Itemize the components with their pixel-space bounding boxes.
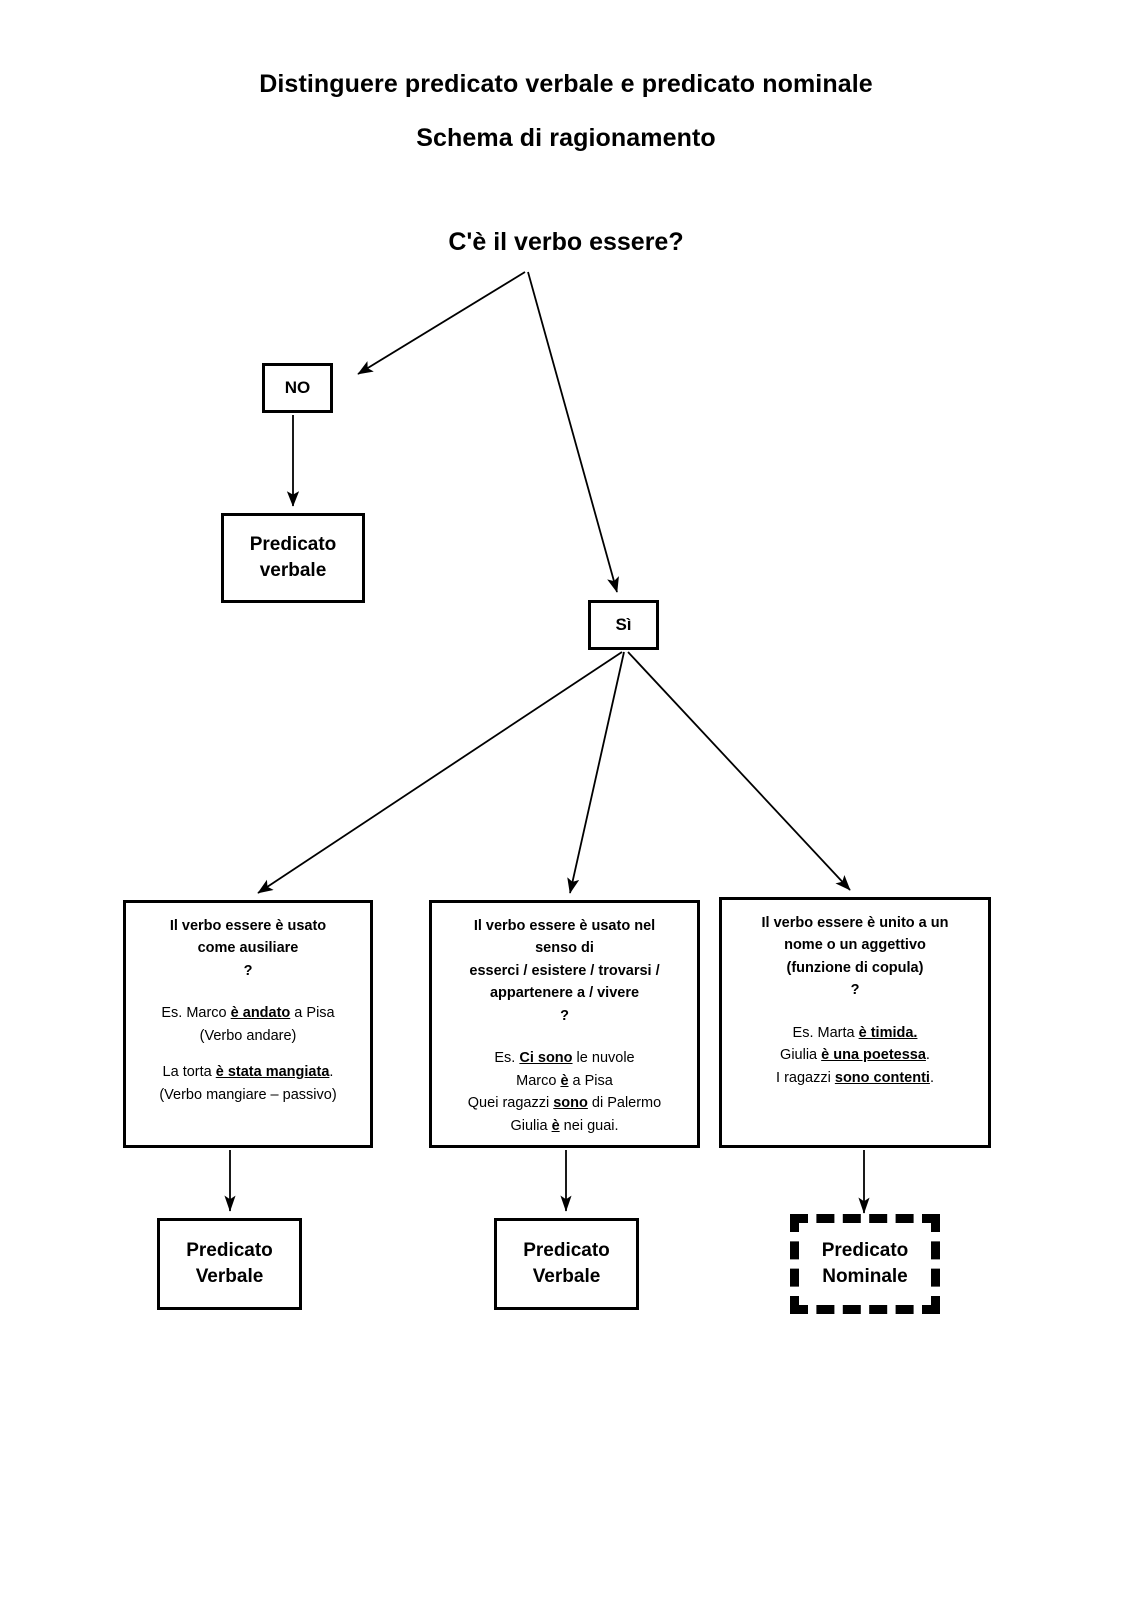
example-highlight: è timida. — [858, 1024, 918, 1041]
branch-question: Il verbo essere è unito a un nome o un ag… — [762, 912, 949, 1002]
example-highlight: è — [560, 1072, 569, 1089]
page-title: Distinguere predicato verbale e predicat… — [0, 70, 1132, 99]
result-line-2: verbale — [259, 560, 327, 581]
branch-question-line: esserci / esistere / trovarsi / — [469, 962, 660, 979]
branch-question-line: come ausiliare — [197, 940, 299, 957]
branch-question-line: ? — [850, 982, 860, 999]
example-line: (Verbo mangiare – passivo) — [159, 1086, 337, 1103]
branch-question-line: ? — [560, 1007, 569, 1024]
result-line-2: Nominale — [822, 1266, 908, 1287]
arrow-si-to-branch-0 — [257, 651, 623, 894]
branch-question-line: (funzione di copula) — [786, 959, 924, 976]
example-line: La torta è stata mangiata. — [162, 1064, 334, 1081]
decision-node-no-label: NO — [284, 377, 311, 397]
branch-box-ausiliare[interactable]: Il verbo essere è usato come ausiliare? E… — [123, 900, 373, 1148]
page-subtitle: Schema di ragionamento — [0, 124, 1132, 153]
example-line: Marco è a Pisa — [516, 1072, 613, 1089]
result-node-predicato-nominale[interactable]: Predicato Nominale — [790, 1214, 940, 1314]
example-line: Quei ragazzi sono di Palermo — [467, 1095, 662, 1112]
example-line: Es. Marta è timida. — [792, 1024, 918, 1041]
example-line: (Verbo andare) — [199, 1027, 297, 1044]
result-line-1: Predicato — [821, 1240, 909, 1262]
branch-question: Il verbo essere è usato nel senso di esser… — [469, 915, 659, 1027]
root-question: C'è il verbo essere? — [0, 228, 1132, 257]
branch-question-line: appartenere a / vivere — [489, 985, 640, 1002]
branch-question-line: Il verbo essere è unito a un — [761, 915, 949, 931]
result-line-1: Predicato — [523, 1240, 610, 1262]
arrow-root-to-si — [527, 271, 619, 593]
result-line-2: Verbale — [532, 1266, 601, 1287]
example-line: Es. Marco è andato a Pisa — [161, 1005, 335, 1022]
arrow-si-to-branch-1 — [567, 651, 625, 894]
example-line: Es. Ci sono le nuvole — [494, 1050, 635, 1067]
decision-node-no[interactable]: NO — [262, 363, 333, 413]
result-node-predicato-verbale-1[interactable]: Predicato Verbale — [157, 1218, 302, 1310]
branch-question-line: ? — [243, 962, 253, 979]
decision-node-si[interactable]: Sì — [588, 600, 659, 650]
example-line: I ragazzi sono contenti. — [776, 1069, 934, 1086]
branch-question: Il verbo essere è usato come ausiliare? — [170, 915, 326, 982]
branch-question-line: senso di — [535, 940, 594, 957]
result-line-1: Predicato — [249, 534, 337, 556]
result-line-1: Predicato — [186, 1240, 273, 1262]
branch-examples: Es. Marco è andato a Pisa (Verbo andare) L… — [159, 1002, 336, 1106]
example-highlight: è andato — [230, 1005, 291, 1022]
branch-box-copula[interactable]: Il verbo essere è unito a un nome o un ag… — [719, 897, 991, 1148]
branch-box-esistenziale[interactable]: Il verbo essere è usato nel senso di esser… — [429, 900, 700, 1148]
result-node-predicato-verbale-2[interactable]: Predicato Verbale — [494, 1218, 639, 1310]
branch-examples: Es. Marta è timida. Giulia è una poetessa… — [776, 1022, 934, 1089]
decision-node-si-label: Sì — [615, 614, 632, 634]
example-highlight: sono — [553, 1095, 588, 1112]
example-highlight: è — [551, 1117, 560, 1134]
example-highlight: è stata mangiata — [215, 1064, 330, 1081]
arrow-si-to-branch-2 — [627, 651, 851, 891]
branch-question-line: Il verbo essere è usato nel — [473, 918, 656, 934]
example-highlight: Ci sono — [519, 1050, 573, 1067]
example-highlight: è una poetessa — [821, 1047, 926, 1064]
example-spacer — [159, 1047, 336, 1061]
arrow-root-to-no — [357, 271, 526, 375]
result-line-2: Verbale — [195, 1266, 264, 1287]
branch-question-line: Il verbo essere è usato — [169, 918, 327, 934]
example-line: Giulia è una poetessa. — [780, 1047, 930, 1064]
page-title-text: Distinguere predicato verbale e predicat… — [259, 70, 873, 98]
result-node-no-predicato-verbale[interactable]: Predicato verbale — [221, 513, 365, 603]
root-question-text: C'è il verbo essere? — [448, 228, 684, 256]
example-highlight: sono contenti — [834, 1069, 930, 1086]
branch-question-line: nome o un aggettivo — [784, 937, 926, 954]
page-subtitle-text: Schema di ragionamento — [416, 124, 716, 152]
example-line: Giulia è nei guai. — [510, 1117, 619, 1134]
